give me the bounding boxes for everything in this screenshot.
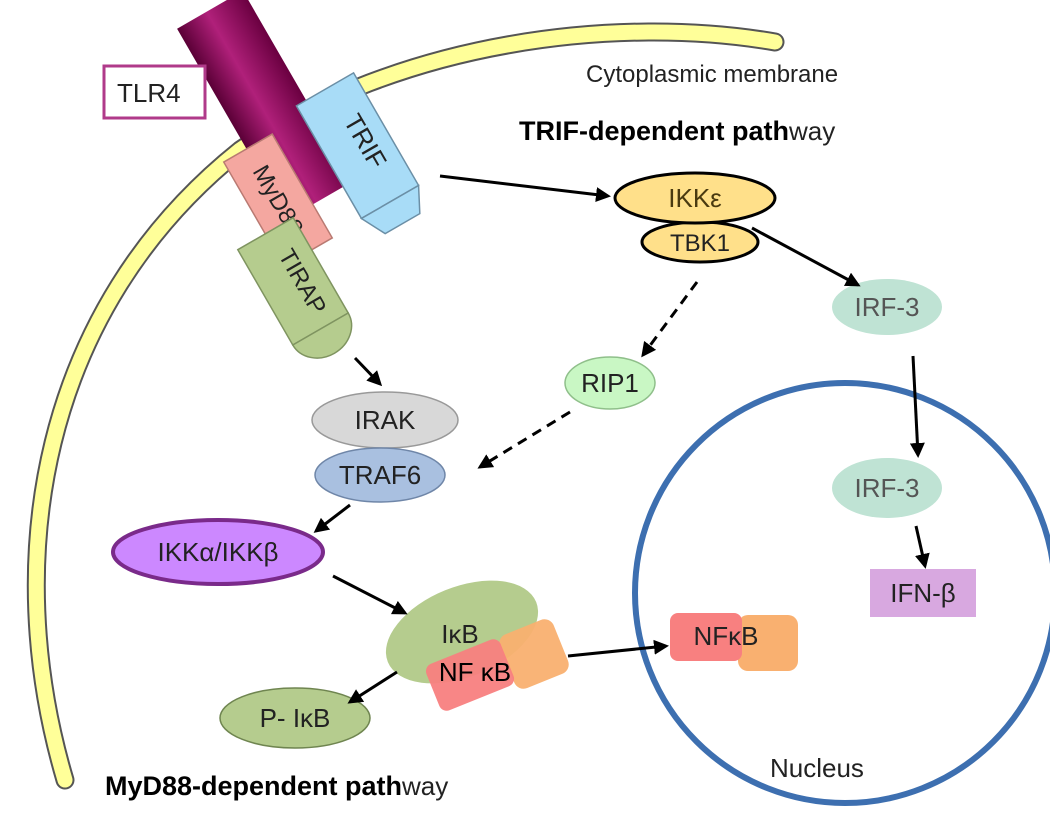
tirap-adaptor: TIRAP <box>236 216 353 359</box>
nfkb-complex-label: NF κB <box>439 657 511 687</box>
cytoplasmic-membrane-label: Cytoplasmic membrane <box>586 61 838 88</box>
nfkb-complex-red <box>425 639 515 711</box>
nfkb-complex-orange <box>499 619 569 689</box>
arrow-irf3-to-nucleus <box>909 355 925 458</box>
ikke-node <box>613 171 777 225</box>
tlr4-receptor <box>177 0 353 220</box>
arrow-tbk1-to-rip1 <box>641 281 699 358</box>
trif-pathway-title: TRIF-dependent pathway <box>519 116 835 146</box>
p-ikb-label: P- IκB <box>260 703 331 733</box>
ikkab-label: IKKα/IKKβ <box>157 537 278 567</box>
ikke-label: IKKε <box>668 183 722 213</box>
irf3-cytoplasm-node <box>832 279 942 335</box>
irf3-cytoplasm-label: IRF-3 <box>855 292 920 322</box>
nucleus-label: Nucleus <box>770 753 864 783</box>
arrow-traf6-to-ikkab <box>313 503 351 533</box>
ifnb-label: IFN-β <box>890 578 956 608</box>
irak-label: IRAK <box>355 405 416 435</box>
irf3-nucleus-node <box>832 458 942 518</box>
arrow-trif-to-ikke <box>439 174 611 203</box>
trif-adaptor: TRIF <box>295 71 421 235</box>
tlr4-label: TLR4 <box>117 78 181 108</box>
arrow-ikb-to-p-ikb <box>347 670 398 704</box>
ikb-nfkb-complex: IκB NF κB <box>385 580 569 711</box>
traf6-label: TRAF6 <box>339 460 421 490</box>
arrow-irf3-to-ifnb <box>914 525 930 569</box>
tbk1-label: TBK1 <box>670 230 730 257</box>
irf3-nucleus-label: IRF-3 <box>855 473 920 503</box>
arrow-rip1-to-traf6 <box>477 410 571 469</box>
arrow-tirap-to-irak <box>353 356 383 387</box>
nfkb-nuclear-orange <box>738 615 798 671</box>
nucleus <box>632 380 1050 806</box>
arrow-nfkb-to-nucleus <box>567 639 669 658</box>
ikkab-node <box>111 518 325 586</box>
tlr4-label-box <box>102 64 207 120</box>
arrow-tbk1-to-irf3 <box>751 226 861 287</box>
rip1-node <box>564 356 656 410</box>
cytoplasmic-membrane-fill <box>28 24 783 788</box>
rip1-label: RIP1 <box>581 368 639 398</box>
p-ikb-node <box>219 687 371 749</box>
nfkb-nuclear-red <box>670 613 742 661</box>
nfkb-nuclear-label: NFκB <box>694 621 759 651</box>
traf6-node <box>314 447 446 503</box>
myd88-pathway-title: MyD88-dependent pathway <box>105 771 448 801</box>
ifnb-node <box>870 569 976 617</box>
ikb-label: IκB <box>441 619 479 649</box>
arrow-ikkab-to-ikb <box>332 574 408 615</box>
